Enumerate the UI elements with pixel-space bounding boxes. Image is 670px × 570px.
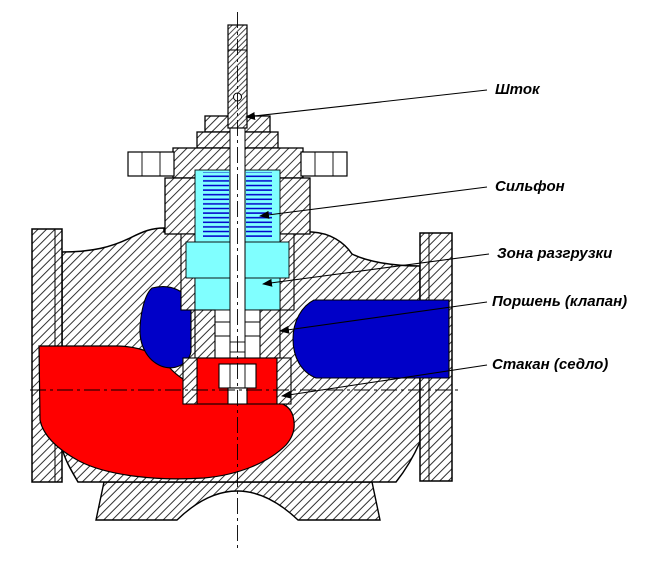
outlet-flow-region (292, 299, 450, 379)
label-piston-valve: Поршень (клапан) (492, 293, 628, 310)
centerlines (30, 12, 458, 548)
label-cup-seat: Стакан (седло) (492, 356, 609, 373)
bonnet-bolt-left (127, 151, 175, 177)
leader-lines (245, 89, 490, 399)
valve-base-pedestal (95, 481, 381, 521)
label-stem: Шток (495, 81, 540, 98)
label-bellows: Сильфон (495, 178, 565, 195)
leader-piston-valve (279, 301, 488, 334)
inlet-flow-region (38, 345, 295, 480)
leader-bellows (259, 186, 488, 219)
label-unloading-zone: Зона разгрузки (497, 245, 613, 262)
bellows-coils (203, 172, 272, 238)
leader-cup-seat (281, 364, 488, 399)
leader-unloading-zone (262, 253, 490, 287)
seat-cup-assembly (182, 357, 292, 405)
leader-stem (245, 89, 488, 120)
bonnet-bolt-right (300, 151, 348, 177)
